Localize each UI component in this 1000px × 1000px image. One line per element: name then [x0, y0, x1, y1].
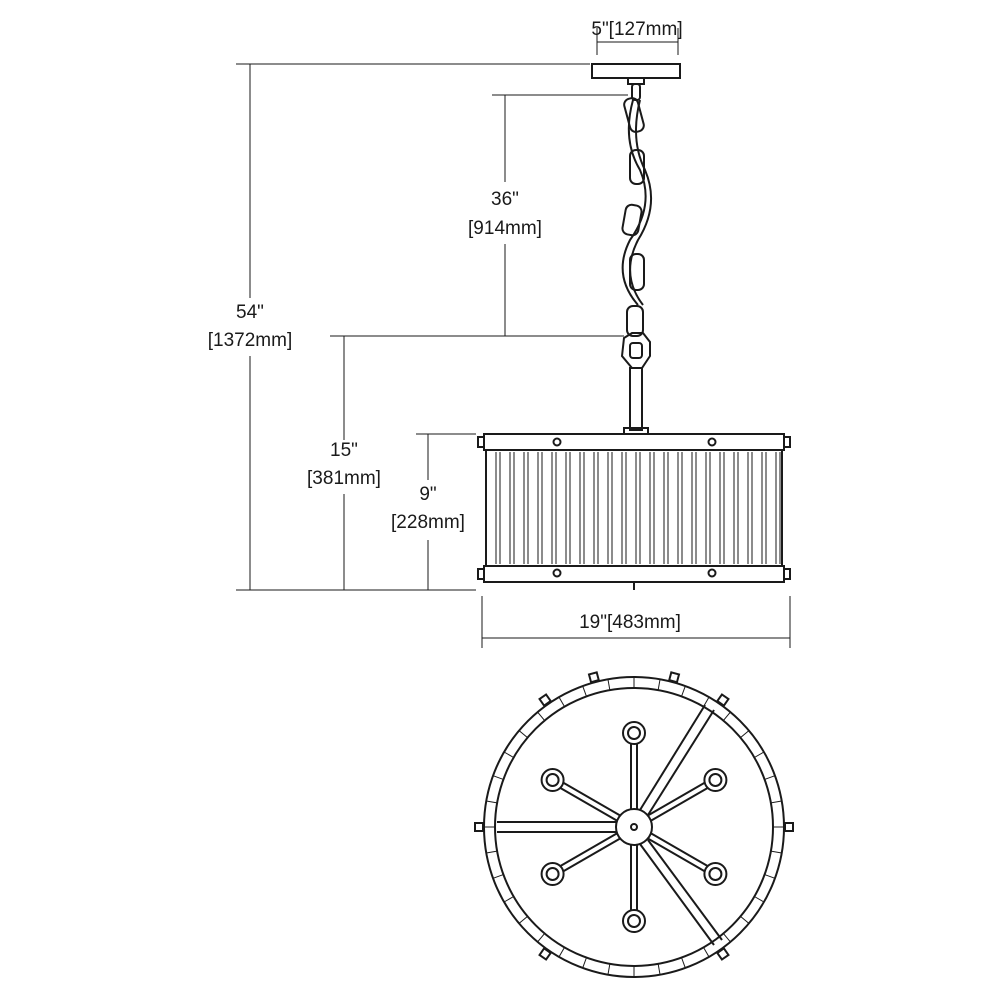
chain [620, 83, 653, 369]
ring-tick [607, 963, 611, 975]
bottom-view [474, 671, 794, 978]
ring-tab [474, 822, 484, 832]
ring-tick [657, 679, 661, 691]
ring-tick [740, 730, 750, 739]
ring-tick [722, 711, 731, 721]
ring-tick [754, 751, 765, 758]
ring-tick [492, 775, 504, 780]
ring-tick [607, 679, 611, 691]
ring-tick [486, 800, 498, 804]
ring-tick [518, 915, 528, 924]
socket-cup [540, 768, 565, 792]
ring-tick [486, 850, 498, 854]
rivet [707, 568, 717, 578]
overall-height-inches: 54" [236, 302, 264, 323]
shade-height-inches: 9" [419, 484, 436, 505]
ring-tick [681, 685, 686, 697]
arm-line [650, 832, 718, 873]
ring-tick [582, 685, 587, 697]
ring-tick [722, 933, 731, 943]
ring-tick [582, 957, 587, 969]
rivet [552, 568, 562, 578]
shade-side-view [477, 433, 791, 590]
canopy-width-dimension: 5"[127mm] [591, 19, 683, 55]
ring-tab [538, 693, 553, 707]
ring-tick [558, 947, 565, 958]
chain-length-mm: [914mm] [468, 218, 542, 239]
arm-line [553, 837, 621, 878]
ring-tick [503, 751, 514, 758]
shade-width-label: 19"[483mm] [579, 612, 681, 633]
stem [623, 367, 649, 435]
fixture-height-dimension: 15" [381mm] [307, 336, 381, 590]
rivet [707, 437, 717, 447]
socket-cup [622, 909, 646, 933]
socket-inner [545, 867, 560, 881]
ring-tabs [474, 671, 794, 961]
ring-tick [518, 730, 528, 739]
ring-tick [703, 947, 710, 958]
ring-tick [740, 915, 750, 924]
ring-tick [764, 874, 776, 879]
socket-inner [708, 773, 723, 787]
socket-inner [627, 914, 641, 928]
ring-tick [657, 963, 661, 975]
ring-tab [784, 822, 794, 832]
rivet [552, 437, 562, 447]
fixture-height-mm: [381mm] [307, 468, 381, 489]
arm-line [647, 837, 715, 878]
arm-line [553, 776, 621, 817]
shade-height-dimension: 9" [228mm] [391, 433, 476, 590]
shade-slats [495, 452, 781, 564]
chain-length-dimension: 36" [914mm] [330, 94, 628, 337]
socket-inner [627, 726, 641, 740]
arm-line [650, 781, 718, 822]
overall-height-mm: [1372mm] [208, 330, 292, 351]
shade-height-mm: [228mm] [391, 512, 465, 533]
shade-width-dimension: 19"[483mm] [481, 596, 791, 648]
socket-cup [703, 768, 728, 792]
ring-tab [715, 693, 730, 707]
ring-tick [764, 775, 776, 780]
socket-cup [622, 721, 646, 745]
canopy-width-label: 5"[127mm] [591, 19, 682, 40]
arm-line [550, 781, 618, 822]
socket-cup [703, 862, 728, 886]
ring-tick [503, 896, 514, 903]
socket-inner [708, 867, 723, 881]
arm-line [647, 776, 715, 817]
socket-cup [540, 862, 565, 886]
ring-segments [484, 677, 784, 977]
ring-tick [537, 711, 546, 721]
ring-tab [538, 947, 553, 961]
socket-arms [540, 721, 728, 933]
arm-line [550, 832, 618, 873]
ring-tick [492, 874, 504, 879]
ring-tab [715, 947, 730, 961]
ring-tick [770, 800, 782, 804]
fixture-height-inches: 15" [330, 440, 358, 461]
ring-tick [754, 896, 765, 903]
ring-tick [681, 957, 686, 969]
ring-tab [587, 671, 601, 684]
canopy [591, 63, 681, 85]
ring-tick [558, 696, 565, 707]
overall-height-dimension: 54" [1372mm] [208, 63, 590, 591]
ring-tick [770, 850, 782, 854]
ring-tab [667, 671, 681, 684]
socket-inner [545, 773, 560, 787]
ring-tick [537, 933, 546, 943]
hub-screw [630, 823, 638, 831]
center-hub [615, 808, 653, 846]
chain-length-inches: 36" [491, 189, 519, 210]
